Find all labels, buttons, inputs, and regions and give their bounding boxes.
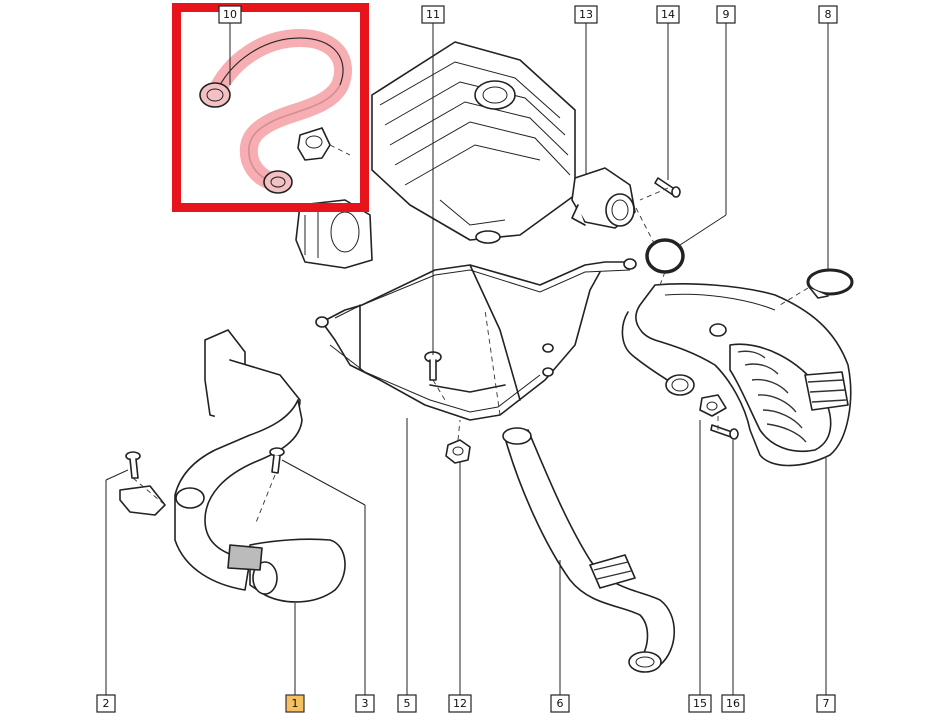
svg-text:16: 16	[726, 697, 740, 710]
svg-text:8: 8	[825, 8, 832, 21]
svg-text:6: 6	[557, 697, 564, 710]
svg-text:3: 3	[362, 697, 369, 710]
clamp-8	[806, 268, 854, 299]
bolt-11	[424, 351, 442, 381]
callout-5: 5	[397, 694, 417, 713]
callout-12: 12	[448, 694, 472, 713]
callout-11: 11	[421, 5, 445, 24]
callout-13: 13	[574, 5, 598, 24]
callout-14: 14	[656, 5, 680, 24]
o-ring-9	[645, 238, 685, 274]
gasket-15	[699, 394, 727, 417]
hose-assembly-1	[174, 329, 346, 603]
svg-text:15: 15	[693, 697, 707, 710]
callout-15: 15	[688, 694, 712, 713]
bolt-16	[710, 424, 739, 440]
engine-block	[371, 41, 576, 244]
callout-2: 2	[96, 694, 116, 713]
leader-lines	[105, 23, 829, 695]
callout-1: 1	[285, 694, 305, 713]
svg-text:12: 12	[453, 697, 467, 710]
svg-text:11: 11	[426, 8, 440, 21]
svg-text:1: 1	[292, 697, 299, 710]
grommet-12	[445, 439, 471, 464]
bolt-2	[119, 451, 166, 516]
support-frame-5	[315, 258, 637, 421]
hose-6	[502, 427, 676, 673]
callout-9: 9	[716, 5, 736, 24]
highlight-frame	[172, 3, 369, 212]
throttle-housing	[295, 199, 373, 269]
callout-8: 8	[818, 5, 838, 24]
svg-text:10: 10	[223, 8, 237, 21]
callout-6: 6	[550, 694, 570, 713]
callout-16: 16	[721, 694, 745, 713]
bolt-3	[269, 447, 285, 474]
svg-text:9: 9	[723, 8, 730, 21]
airflow-sensor-13	[571, 167, 636, 229]
callout-7: 7	[816, 694, 836, 713]
svg-text:2: 2	[103, 697, 110, 710]
callout-3: 3	[355, 694, 375, 713]
callout-10: 10	[218, 5, 242, 24]
assembly-lines	[132, 187, 809, 526]
fitting-small	[297, 127, 351, 161]
svg-text:13: 13	[579, 8, 593, 21]
svg-text:5: 5	[404, 697, 411, 710]
highlighted-hose-10	[199, 28, 352, 194]
svg-text:14: 14	[661, 8, 675, 21]
svg-text:7: 7	[823, 697, 830, 710]
screw-14	[654, 177, 681, 198]
charge-air-duct-7	[621, 283, 852, 467]
